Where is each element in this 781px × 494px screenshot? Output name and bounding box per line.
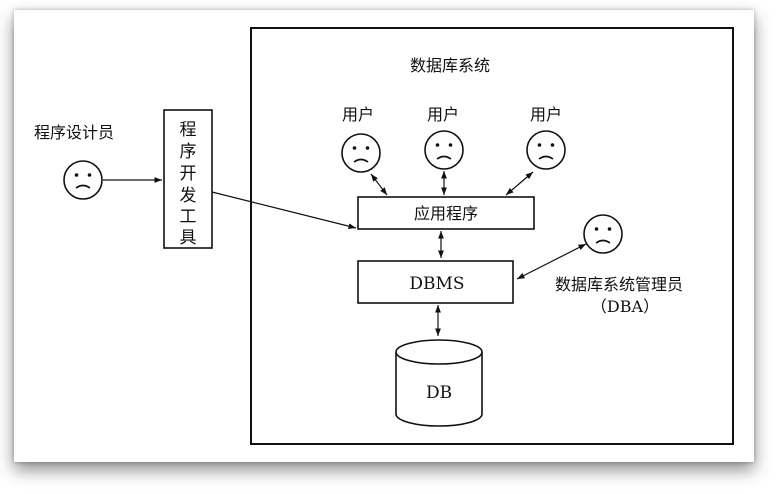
dev-tool-char: 工 [180,207,197,227]
dbms-box [357,260,514,304]
programmer-face-icon [63,160,103,200]
tool-to-app-arrow [211,191,357,230]
programmer-label: 程序设计员 [34,123,114,142]
user-face-icon [526,130,566,170]
dba-abbr: （DBA） [591,297,659,316]
diagram-card [14,10,754,462]
dev-tool-char: 开 [180,164,197,184]
app-label: 应用程序 [414,204,478,223]
dev-tool-char: 程 [180,120,197,140]
dba-face-icon [583,214,623,254]
db-label: DB [426,383,452,403]
system-title: 数据库系统 [410,56,490,75]
app-box [357,196,535,230]
user-label: 用户 [530,105,562,124]
dev-tool-char: 发 [180,186,197,206]
user-label: 用户 [427,105,459,124]
database-system-frame [250,27,734,445]
dev-tool-box [163,109,213,249]
db-cylinder-icon [395,339,483,427]
dev-tool-char: 具 [180,228,197,248]
dba-label: 数据库系统管理员 [555,275,683,294]
dbms-label: DBMS [409,274,464,294]
user-face-icon [341,133,381,173]
user-app-arrow [505,171,534,196]
dba-dbms-arrow [516,243,587,280]
dev-tool-char: 序 [180,142,197,162]
user-app-arrow [370,173,388,196]
dev-tool-label: 程 序 开 发 工 具 [180,120,197,248]
user-face-icon [424,130,464,170]
user-label: 用户 [342,105,374,124]
